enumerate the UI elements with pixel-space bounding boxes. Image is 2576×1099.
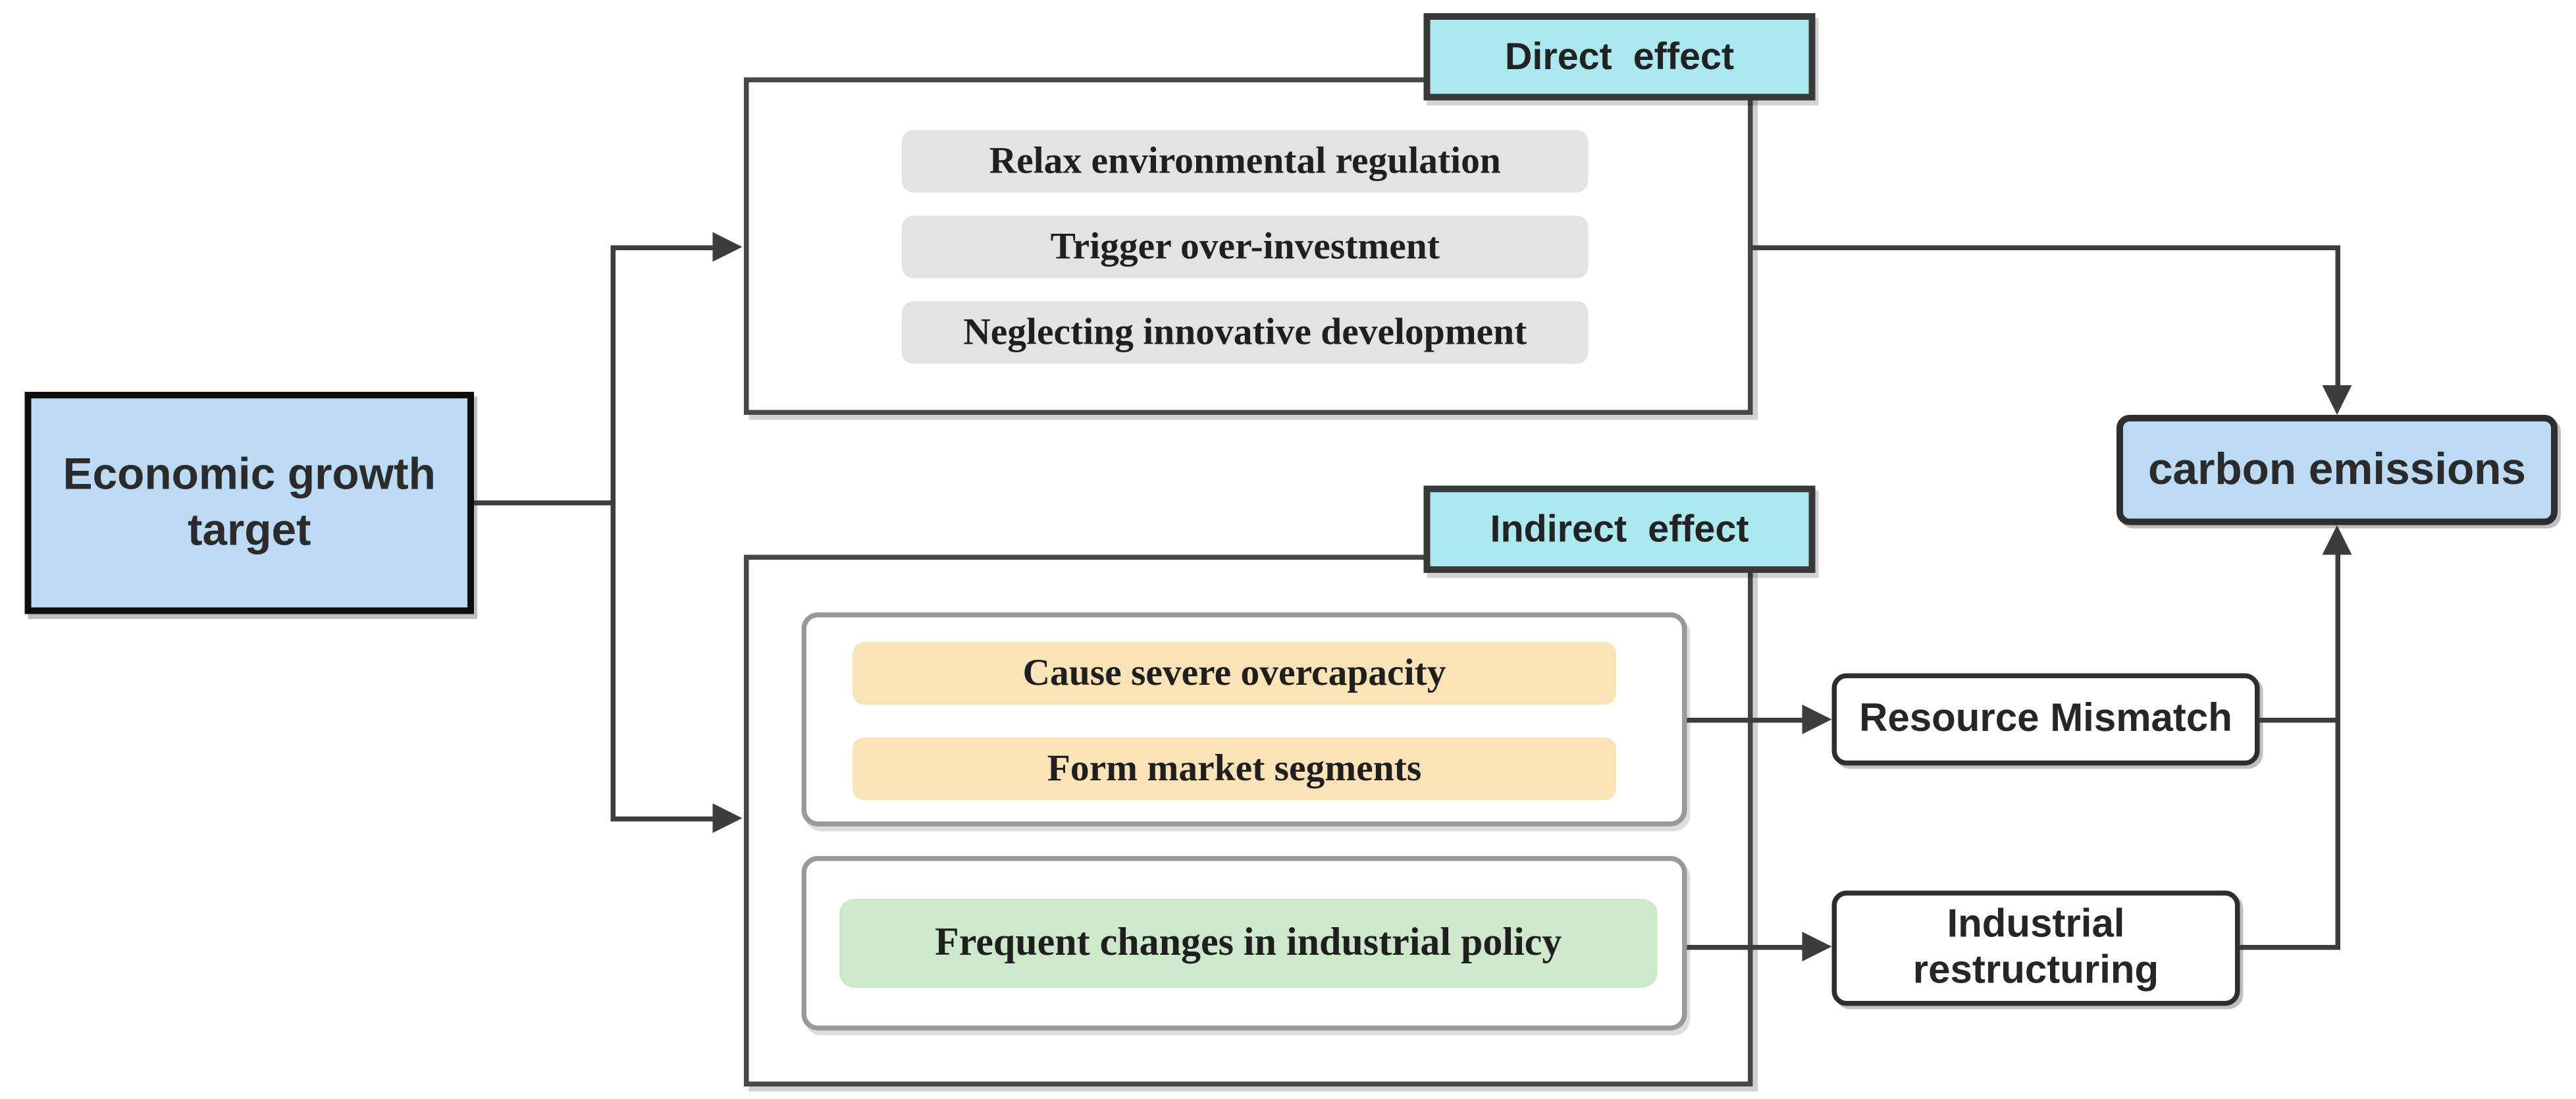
arrowhead-into-resource-mismatch: [1802, 705, 1832, 734]
direct-effect-item: Trigger over-investment: [902, 215, 1589, 279]
indirect-effect-item: Cause severe overcapacity: [853, 642, 1616, 705]
arrowhead-into-carbon-top: [2322, 385, 2352, 415]
connector-outcomes-to-carbon-vertical: [2335, 554, 2340, 950]
carbon-emissions-node: carbon emissions: [2116, 415, 2558, 525]
arrowhead-into-carbon-bottom: [2322, 525, 2352, 555]
indirect-effect-label: Indirect effect: [1423, 485, 1816, 573]
connector-branch-to-indirect: [610, 817, 713, 822]
arrowhead-into-industrial-restructuring: [1802, 932, 1832, 961]
connector-policy-to-industrial: [1687, 945, 1802, 950]
direct-effect-label: Direct effect: [1423, 13, 1816, 101]
direct-effect-item: Neglecting innovative development: [902, 301, 1589, 364]
connector-market-to-resource: [1687, 718, 1802, 723]
connector-direct-to-carbon-horizontal: [1752, 245, 2340, 250]
indirect-effect-item: Form market segments: [853, 737, 1616, 800]
industrial-restructuring-node: Industrial restructuring: [1831, 890, 2240, 1006]
economic-growth-target-node: Economic growth target: [24, 392, 474, 614]
connector-resource-to-vertical: [2259, 718, 2340, 723]
resource-mismatch-node: Resource Mismatch: [1831, 673, 2260, 766]
connector-direct-to-carbon-vertical: [2335, 245, 2340, 385]
connector-branch-vertical: [610, 245, 616, 822]
direct-effect-item: Relax environmental regulation: [902, 130, 1589, 193]
arrowhead-into-indirect: [712, 803, 743, 833]
connector-econ-to-branch: [474, 500, 616, 506]
connector-industrial-to-vertical: [2240, 945, 2340, 950]
connector-branch-to-direct: [610, 245, 713, 250]
indirect-effect-item: Frequent changes in industrial policy: [839, 899, 1658, 988]
arrowhead-into-direct: [712, 232, 743, 262]
